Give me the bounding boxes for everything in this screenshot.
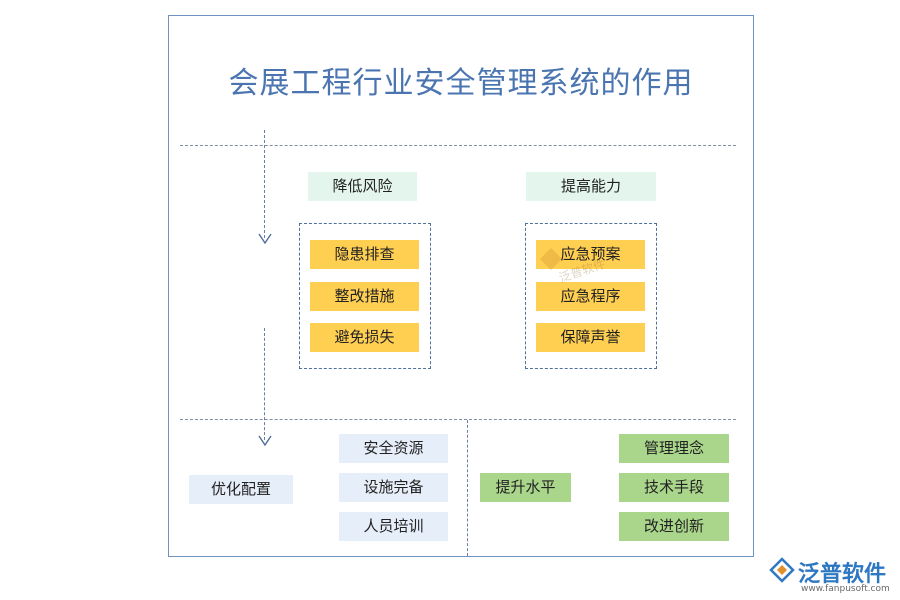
divider-top xyxy=(180,145,736,146)
item-hazard-check: 隐患排查 xyxy=(310,240,419,269)
item-complete-facilities: 设施完备 xyxy=(339,473,448,502)
flow-line-bottom xyxy=(264,328,265,440)
arrow-down-icon xyxy=(258,233,272,245)
diagram-frame xyxy=(168,15,754,557)
divider-bottom-vertical xyxy=(467,420,468,556)
diagram-title: 会展工程行业安全管理系统的作用 xyxy=(228,66,694,101)
logo-url: www.fanpusoft.com xyxy=(801,584,890,594)
item-staff-training: 人员培训 xyxy=(339,512,448,541)
header-improve-ability: 提高能力 xyxy=(526,172,656,201)
flow-line-top xyxy=(264,130,265,238)
header-reduce-risk: 降低风险 xyxy=(308,172,417,201)
item-protect-reputation: 保障声誉 xyxy=(536,323,645,352)
item-rectification: 整改措施 xyxy=(310,282,419,311)
watermark: 泛普软件 xyxy=(538,240,628,285)
group-reduce-risk xyxy=(299,223,431,369)
label-optimize-allocation: 优化配置 xyxy=(189,475,293,504)
item-safety-resources: 安全资源 xyxy=(339,434,448,463)
item-emergency-procedure: 应急程序 xyxy=(536,282,645,311)
logo-name: 泛普软件 xyxy=(798,562,887,587)
item-avoid-loss: 避免损失 xyxy=(310,323,419,352)
item-technical-means: 技术手段 xyxy=(619,473,729,502)
divider-middle xyxy=(180,419,736,420)
item-improve-innovate: 改进创新 xyxy=(619,512,729,541)
item-management-concept: 管理理念 xyxy=(619,434,729,463)
label-raise-level: 提升水平 xyxy=(480,473,571,502)
item-emergency-plan: 应急预案 xyxy=(536,240,645,269)
group-improve-ability xyxy=(525,223,657,369)
logo-mark-icon xyxy=(540,248,562,270)
logo-icon xyxy=(769,557,795,583)
arrow-down-icon xyxy=(258,435,272,447)
brand-logo: 泛普软件 www.fanpusoft.com xyxy=(768,556,896,596)
